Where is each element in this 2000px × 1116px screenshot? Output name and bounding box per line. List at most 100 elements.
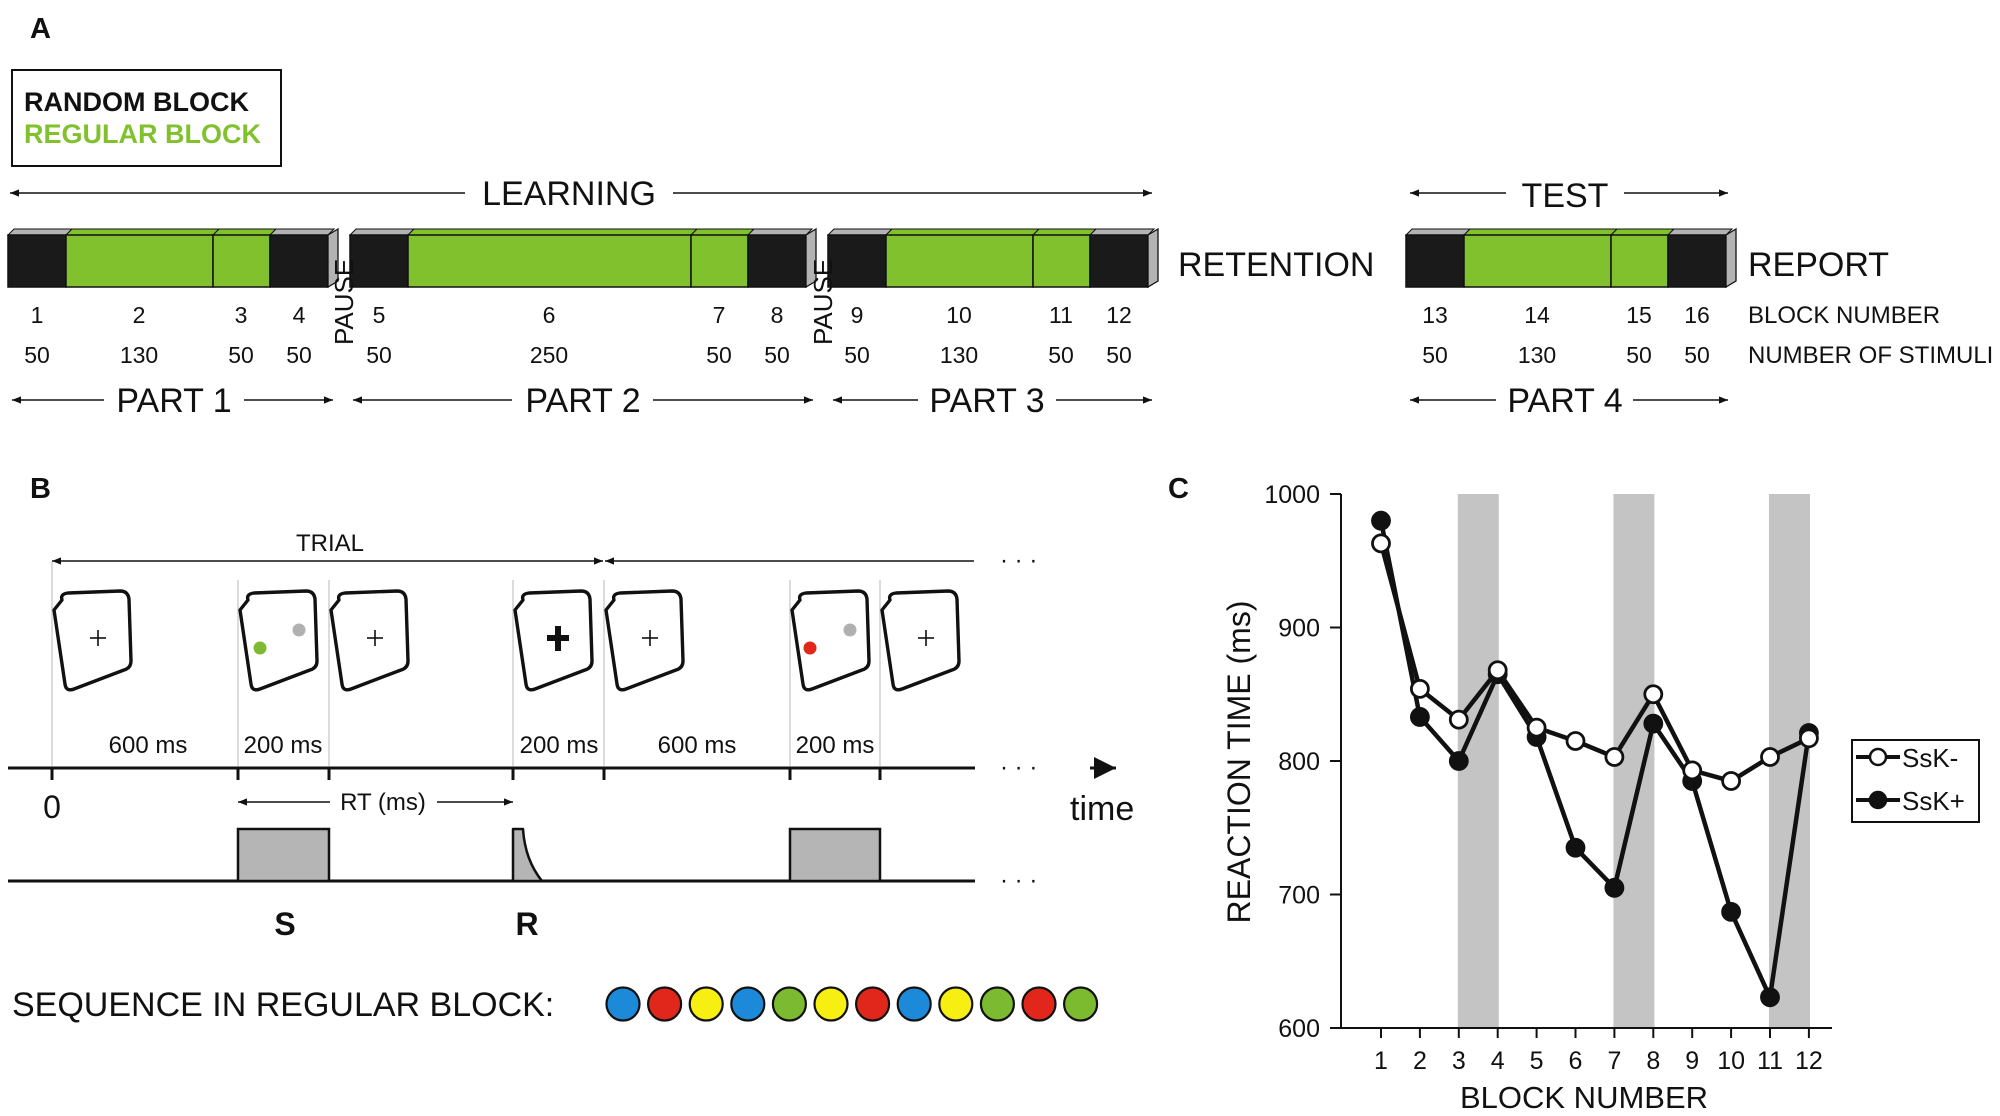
block-number: 9 [851,302,864,328]
random-block [1667,234,1727,288]
feedback-cross-icon [547,626,569,651]
x-tick-label: 9 [1685,1047,1699,1075]
sequence-dot [896,986,932,1022]
legend-ssk-plus: SsK+ [1902,786,1965,816]
time-ticks [50,768,882,780]
panel-b-label: B [30,473,51,505]
block-bars [6,227,1737,289]
block-number: 11 [1049,302,1073,328]
screen-fixation-3 [604,589,685,692]
block-bar-part-3 [826,227,1159,289]
random-block [1405,234,1465,288]
block-top-face [6,228,74,236]
time-guides [51,562,881,766]
time-axis-dots: · · · [1000,754,1037,781]
ssk-minus-point [1410,679,1430,699]
x-tick-label: 11 [1757,1047,1783,1075]
report-label: REPORT [1748,246,1889,284]
x-tick-label: 2 [1413,1047,1427,1075]
y-tick-label: 1000 [1264,481,1320,509]
ssk-plus-point [1448,751,1469,771]
x-tick-label: 3 [1452,1047,1466,1075]
response-label: R [515,906,538,942]
y-tick-label: 600 [1278,1015,1320,1043]
panel-a-label: A [30,13,51,45]
stimuli-count: 50 [1048,342,1074,368]
sequence-dot [605,986,641,1022]
part3-label: PART 3 [929,382,1044,420]
screen-fixation-1 [52,589,133,692]
regular-block [1463,234,1612,288]
block-side-cap [1147,227,1159,289]
screen-stimulus-2 [790,589,871,692]
block-top-face [746,228,814,236]
block-side-cap [1725,227,1737,289]
block-top-face [268,228,336,236]
x-tick-label: 8 [1646,1047,1660,1075]
block-top-face [689,228,756,236]
x-tick-label: 6 [1569,1047,1583,1075]
block-bar-part-1 [6,227,339,289]
random-block [1089,234,1149,288]
trial-label: TRIAL [296,530,364,557]
stimuli-count: 50 [764,342,790,368]
duration-label: 600 ms [658,732,737,759]
block-side-cap [805,227,817,289]
panel-a: A RANDOM BLOCK REGULAR BLOCK LEARNING TE… [6,13,1993,420]
block-top-face [406,228,699,236]
ssk-minus-point [1643,684,1664,705]
ssk-plus-point [1760,987,1780,1008]
learning-label: LEARNING [482,175,656,213]
sequence-dot [688,986,724,1022]
red-stimulus-dot [803,641,817,655]
block-number: 15 [1626,302,1652,328]
block-number: 13 [1422,302,1448,328]
stimuli-count: 130 [940,342,978,368]
duration-label: 200 ms [520,732,599,759]
sequence-dot [646,986,683,1022]
stimuli-count: 50 [844,342,870,368]
block-number: 5 [373,302,386,328]
ssk-minus-point [1799,728,1819,749]
block-top-face [1031,228,1098,236]
block-number-row-label: BLOCK NUMBER [1748,302,1940,329]
block-number: 16 [1684,302,1710,328]
legend-ssk-minus: SsK- [1902,743,1958,773]
sequence-dot [979,986,1016,1022]
block-number: 2 [133,302,146,328]
block-number: 6 [543,302,556,328]
y-axis-label: REACTION TIME (ms) [1221,601,1257,924]
stimuli-count: 50 [1106,342,1132,368]
filled-circle-icon [1868,790,1888,810]
pause-label-2: PAUSE [808,259,838,345]
ssk-minus-point [1604,747,1625,767]
regular-block [885,234,1034,288]
duration-label: 600 ms [109,732,188,759]
ssk-minus-point [1448,709,1469,730]
ssk-minus-point [1526,717,1547,738]
ssk-minus-point [1565,731,1586,751]
block-legend-box [11,69,282,167]
ssk-plus-point [1565,837,1586,858]
stimuli-count: 50 [1626,342,1652,368]
sequence-dot [1021,986,1057,1022]
stimuli-count: 50 [1422,342,1448,368]
ssk-minus-point [1371,533,1391,554]
grey-stimulus-dot-2 [843,623,857,637]
grey-stimulus-dot [292,623,306,637]
open-circle-icon [1868,747,1888,767]
block-number: 7 [713,302,726,328]
regular-block [690,234,749,288]
part2-label: PART 2 [525,382,640,420]
regular-block [407,234,692,288]
block-number: 10 [946,302,972,328]
block-bar-part-4 [1404,227,1737,289]
block-side-cap [327,227,339,289]
block-number: 1 [31,302,44,328]
random-block [7,234,67,288]
block-top-face [1666,228,1734,236]
stimuli-count: 50 [286,342,312,368]
